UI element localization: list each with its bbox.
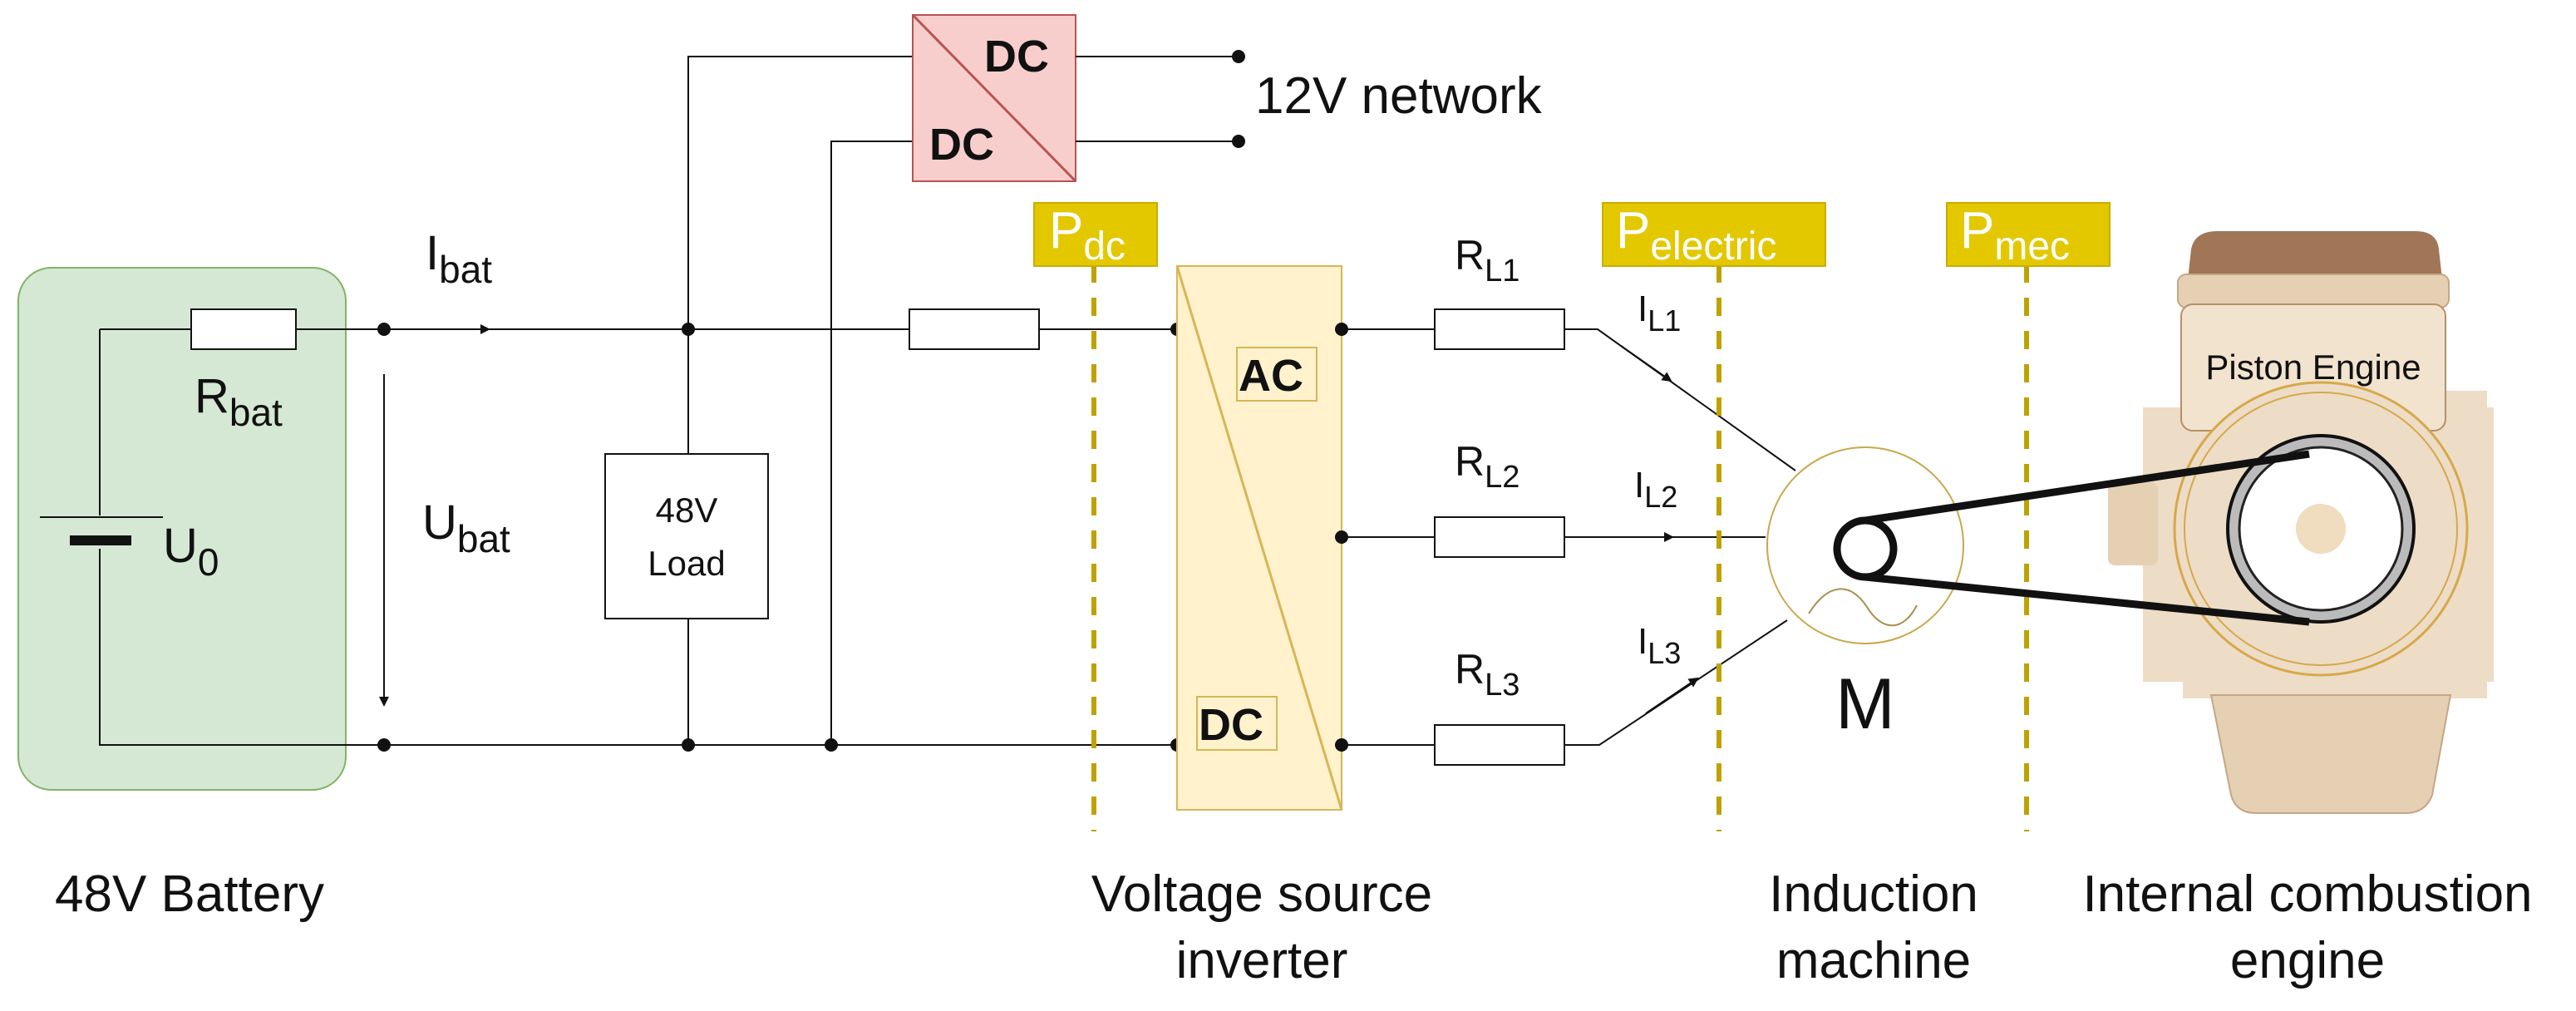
machine-label-line2: machine [1776, 932, 1971, 989]
inverter-ac-label: AC [1239, 351, 1303, 401]
power-point-dc-tag [1033, 202, 1158, 267]
power-point-mec-label: Pmec [1960, 202, 2070, 269]
phase-resistor-2 [1434, 516, 1565, 558]
network-label: 12V network [1255, 67, 1543, 125]
load-line2: Load [648, 544, 725, 583]
battery-current-label: Ibat [426, 226, 492, 291]
engine-label-line2: engine [2230, 932, 2385, 989]
load-block: 48V Load [604, 329, 769, 745]
phase-resistor-label-3: RL3 [1455, 646, 1519, 703]
load-box [604, 453, 769, 619]
inverter-label-line2: inverter [1176, 932, 1348, 989]
induction-machine: M [1766, 446, 1964, 744]
inverter: AC DC [1175, 265, 1348, 811]
machine-symbol: M [1835, 664, 1895, 744]
battery-resistor-label: Rbat [195, 369, 283, 434]
machine-wave [1808, 588, 1918, 627]
phase-resistor-label-2: RL2 [1455, 438, 1519, 495]
inverter-label-line1: Voltage source [1091, 866, 1432, 923]
drive-belt [1864, 450, 2310, 626]
power-points: Pdc Pelectric Pmec [1033, 202, 2111, 831]
bus-resistor [909, 308, 1040, 350]
load-line1: 48V [656, 491, 718, 530]
phase-resistor-3 [1434, 724, 1565, 766]
power-point-mec-tag [1946, 202, 2111, 267]
phase-resistor-1 [1434, 308, 1565, 350]
phase-current-arrow-3 [1645, 677, 1699, 714]
engine-illustration: Piston Engine [2108, 231, 2494, 814]
engine-label-line1: Internal combustion [2082, 866, 2532, 923]
power-point-dc-label: Pdc [1049, 202, 1125, 269]
battery-label: 48V Battery [55, 866, 324, 923]
phase-current-label-3: IL3 [1638, 621, 1681, 670]
dcdc-top-label: DC [984, 32, 1049, 81]
battery-voltage-label: Ubat [422, 496, 510, 560]
phase-current-label-2: IL2 [1634, 465, 1677, 514]
battery-block [17, 267, 384, 791]
phase-current-arrow-1 [1620, 345, 1672, 382]
battery-resistor [190, 308, 297, 350]
phase-resistor-label-1: RL1 [1455, 232, 1519, 289]
phase-current-label-1: IL1 [1638, 289, 1681, 338]
dcdc-bottom-label: DC [929, 120, 994, 170]
dcdc-converter: DC DC 12V network [687, 13, 1543, 745]
machine-label-line1: Induction [1769, 866, 1978, 923]
inverter-dc-label: DC [1199, 700, 1263, 750]
engine-inner-label: Piston Engine [2205, 348, 2421, 387]
battery-source-label: U0 [163, 519, 219, 584]
phase-lines [1342, 308, 1796, 766]
machine-shaft [1833, 516, 1898, 581]
power-point-electric-tag [1602, 202, 1826, 267]
power-point-electric-label: Pelectric [1616, 202, 1776, 269]
